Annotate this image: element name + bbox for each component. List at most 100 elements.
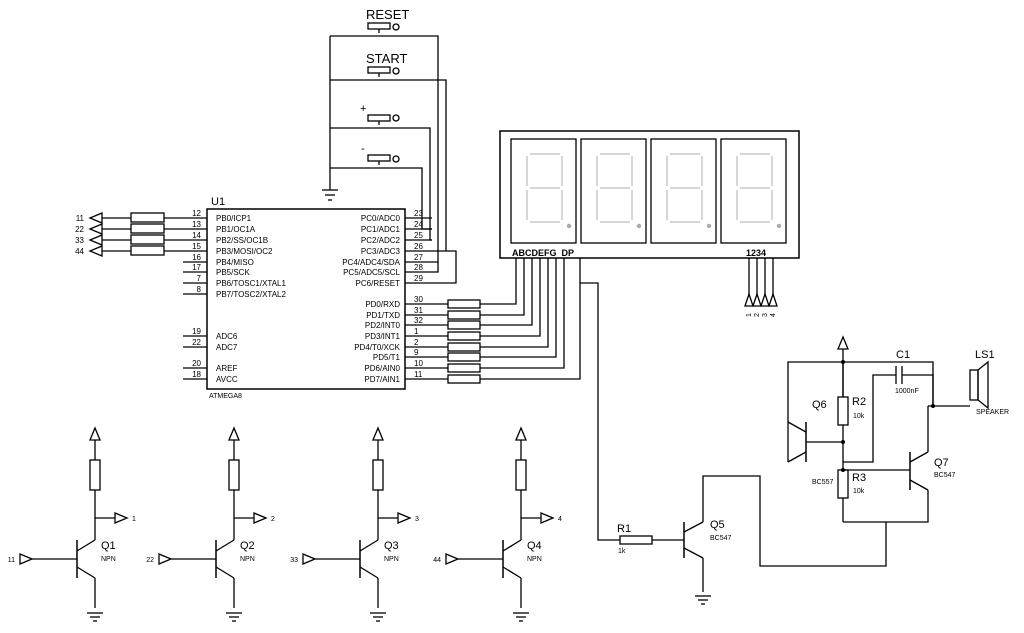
q2-in-label: 22 [146,557,154,564]
reset-button[interactable] [362,22,400,37]
ls1-ref: LS1 [975,349,995,361]
net-label-22: 22 [75,225,84,234]
q5-part: BC547 [710,535,732,542]
pin-name: PB2/SS/OC1B [216,236,268,245]
pin-number: 23 [414,209,423,218]
reset-button-label: RESET [366,7,409,22]
plus-button[interactable] [362,114,400,129]
microcontroller-u1[interactable]: U1 ATMEGA8 [206,196,406,400]
display-segments [526,153,782,229]
q1-ref: Q1 [101,540,116,552]
q3-in-label: 33 [290,557,298,564]
pin-name: PD7/AIN1 [364,375,400,384]
segment-pin-labels: ABCDEFG DP [512,248,574,258]
pin-number: 22 [192,338,201,347]
q4-in-label: 44 [433,557,441,564]
pin-name: PD6/AIN0 [364,364,400,373]
oscillator-circuit [787,335,989,523]
q4-type: NPN [527,556,542,563]
q2-type: NPN [240,556,255,563]
pin-name: PB6/TOSC1/XTAL1 [216,279,287,288]
pin-number: 29 [414,274,423,283]
q7-part: BC547 [934,472,956,479]
r2-value: 10k [853,413,865,420]
q3-out-label: 3 [415,516,419,523]
net-label-44: 44 [75,247,84,256]
q4-ref: Q4 [527,540,542,552]
pin-number: 16 [192,253,201,262]
digit-pin-4: 4 [770,313,777,317]
pin-number: 12 [192,209,201,218]
r2-ref: R2 [852,396,866,408]
transistor-q2-circuit [158,426,268,622]
q2-ref: Q2 [240,540,255,552]
start-button[interactable] [362,66,400,81]
pin-number: 15 [192,242,201,251]
port-d-resistor-network [447,258,581,384]
pin-number: 8 [197,285,202,294]
pin-number: 27 [414,253,423,262]
pin-number: 30 [414,295,423,304]
pin-number: 14 [192,231,201,240]
pin-name: PC4/ADC4/SDA [342,258,400,267]
buzzer-driver-q5 [580,282,887,605]
pin-number: 9 [414,348,419,357]
digit-pin-3: 3 [762,313,769,317]
pin-name: PD0/RXD [365,300,400,309]
pin-name: PC6/RESET [356,279,401,288]
r3-value: 10k [853,488,865,495]
c1-ref: C1 [896,349,910,361]
pin-number: 25 [414,231,423,240]
pin-number: 28 [414,263,423,272]
pin-name: AREF [216,364,237,373]
q2-out-label: 2 [271,516,275,523]
q5-ref: Q5 [710,519,725,531]
digit-pin-labels: 1234 [746,248,766,258]
r3-ref: R3 [852,472,866,484]
ls1-part: SPEAKER [976,409,1009,416]
pin-number: 7 [197,274,202,283]
pin-name: ADC7 [216,343,238,352]
pin-number: 11 [414,370,423,379]
c1-value: 1000nF [895,388,919,395]
q1-in-label: 11 [8,557,15,564]
pin-name: PB7/TOSC2/XTAL2 [216,290,287,299]
net-label-11: 11 [76,214,85,223]
minus-button-label: - [361,143,365,155]
seven-segment-display[interactable] [499,130,800,259]
pin-name: PD3/INT1 [365,332,401,341]
r1-ref: R1 [617,523,631,535]
digit-pin-1: 1 [746,313,753,317]
q7-ref: Q7 [934,457,949,469]
pin-number: 32 [414,316,423,325]
u1-right-pin-lines [405,217,448,380]
transistor-q1-circuit [19,426,129,622]
transistor-q3-circuit [302,426,412,622]
pin-name: PD4/T0/XCK [354,343,400,352]
u1-left-pin-lines [183,217,207,380]
pin-name: PC5/ADC5/SCL [343,268,400,277]
pin-name: AVCC [216,375,238,384]
q3-type: NPN [384,556,399,563]
pin-number: 19 [192,327,201,336]
pin-name: PB1/OC1A [216,225,256,234]
pin-name: PD1/TXD [366,311,400,320]
digit-select-pins [744,258,778,307]
minus-button[interactable] [362,154,400,169]
pin-name: PD2/INT0 [365,321,401,330]
pin-name: PC2/ADC2 [361,236,401,245]
pin-name: PC1/ADC1 [361,225,401,234]
q1-out-label: 1 [132,516,136,523]
net-label-33: 33 [75,236,84,245]
start-button-label: START [366,51,407,66]
q3-ref: Q3 [384,540,399,552]
pin-number: 17 [192,263,201,272]
pin-name: ADC6 [216,332,238,341]
q6-part: BC557 [812,479,834,486]
q1-type: NPN [101,556,116,563]
pin-number: 18 [192,370,201,379]
pin-number: 10 [414,359,423,368]
pin-number: 13 [192,220,201,229]
pin-number: 31 [414,306,423,315]
